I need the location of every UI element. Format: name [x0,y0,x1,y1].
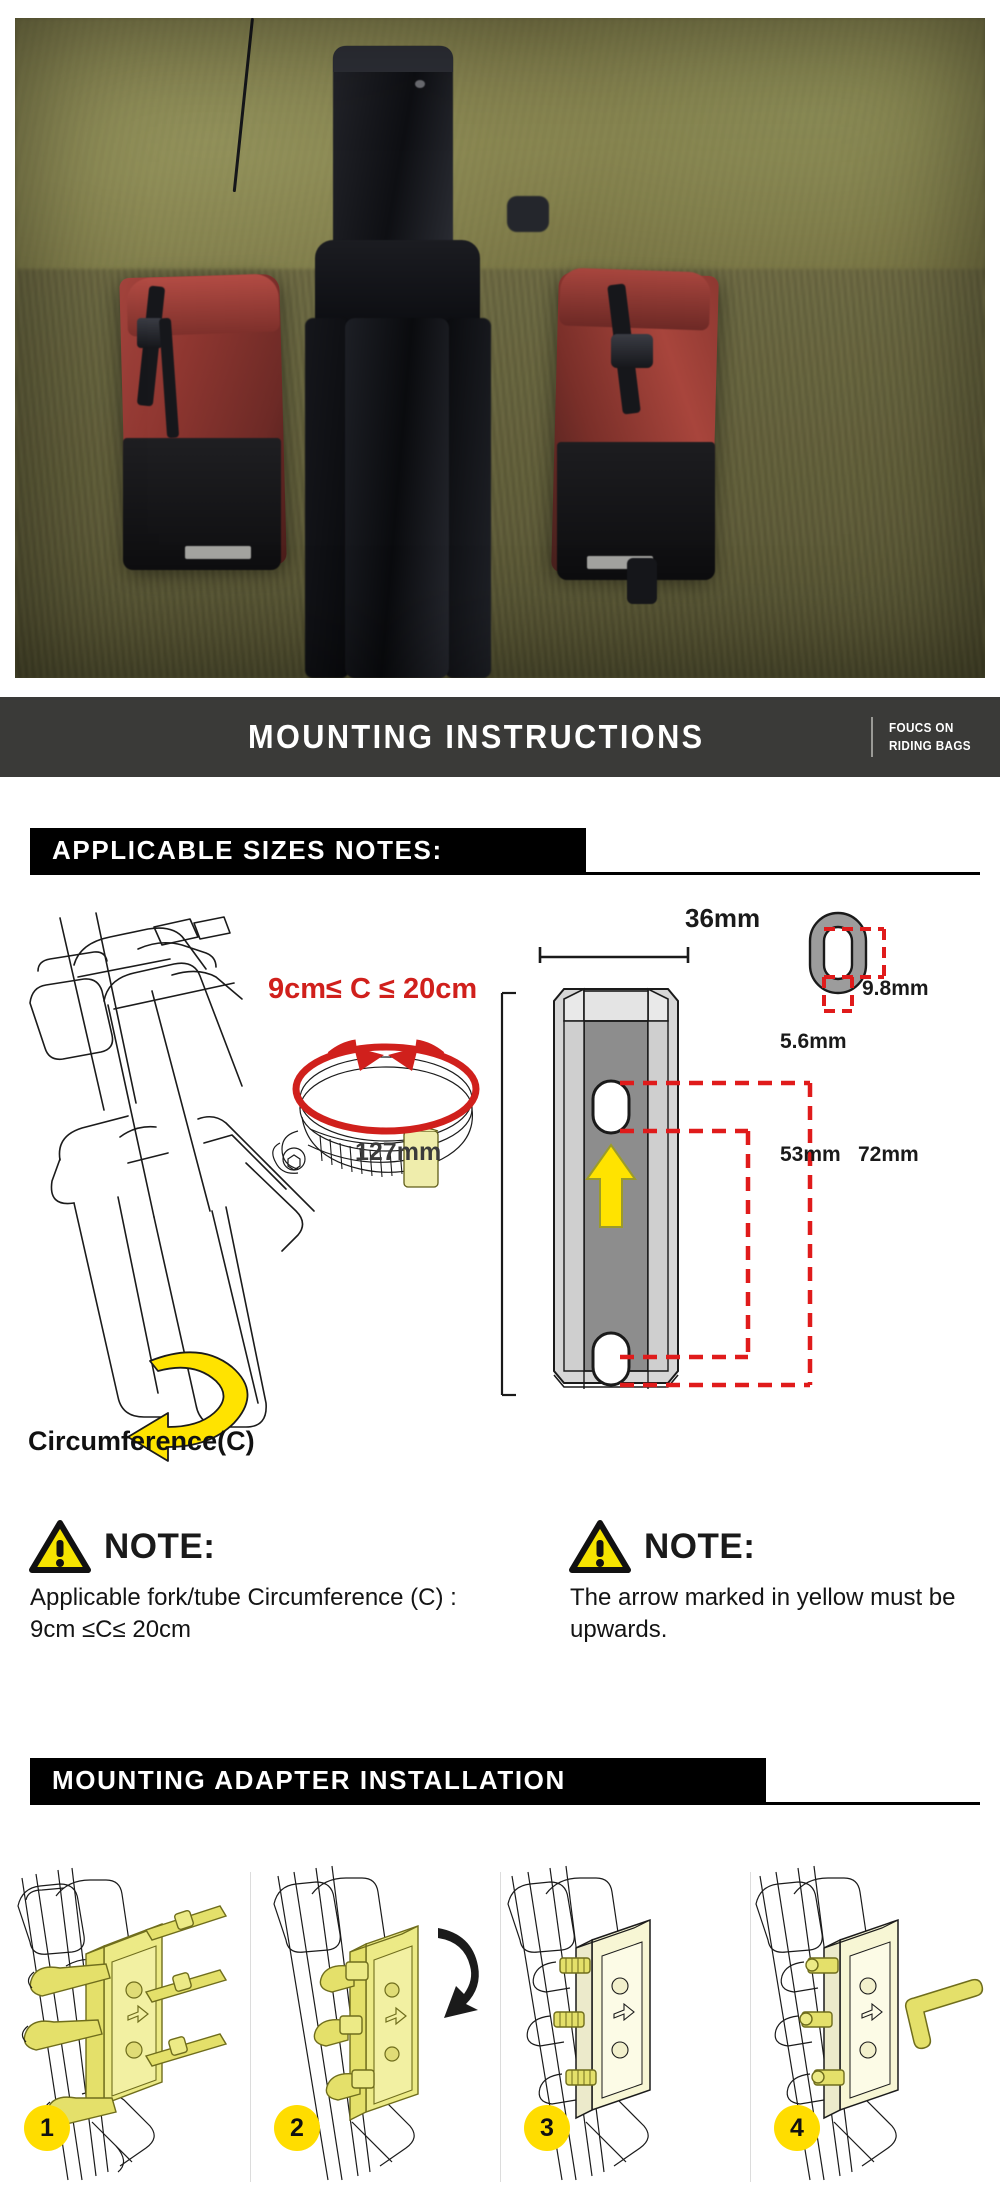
banner-brand-line1: FOUCS ON [888,720,954,736]
step-illustration [750,1850,1000,2203]
note-label: NOTE: [104,1527,216,1566]
note-heading: NOTE: [569,1520,1000,1574]
fork-leg-right [445,318,491,678]
note-fork-size: NOTE: Applicable fork/tube Circumference… [29,1520,500,1645]
section-bar: MOUNTING ADAPTER INSTALLATION [30,1758,766,1802]
fork-steerer [333,46,453,266]
section-header-applicable-sizes: APPLICABLE SIZES NOTES: [0,828,1000,876]
dim-line-width [538,947,690,963]
fork-leg-left [305,318,349,678]
bracket-technical-drawing: 36mm 127mm 9.8mm 5.6mm 53mm 72mm [355,903,1000,1475]
note-label: NOTE: [644,1527,756,1566]
install-step-4: 4 [750,1850,1000,2203]
step-illustration [250,1850,500,2203]
banner-brand-text: FOUCS ON RIDING BAGS [889,719,971,754]
step-illustration [0,1850,250,2203]
section-header-mounting-adapter: MOUNTING ADAPTER INSTALLATION [0,1758,1000,1806]
strap-right-2 [627,558,657,604]
step-divider [250,1872,251,2182]
buckle-left [137,318,163,348]
section-title: APPLICABLE SIZES NOTES: [52,834,443,865]
reflective-strip-left [185,546,251,559]
dim-label-slot-spacing-outer: 72mm [858,1143,919,1166]
warning-triangle-icon [569,1520,631,1573]
step-number-badge: 3 [524,2105,570,2151]
adapter-assembly [575,1918,651,2120]
section-bar: APPLICABLE SIZES NOTES: [30,828,586,872]
step-number-badge: 4 [774,2105,820,2151]
hose-clamp-svg [272,1039,480,1188]
hero-product-photo [15,18,985,678]
tightened-screws [553,1957,597,2086]
install-step-2: 2 [250,1850,500,2203]
step-3-svg [507,1865,651,2181]
step-4-svg [755,1865,984,2181]
mounting-instructions-banner: MOUNTING INSTRUCTIONS FOUCS ON RIDING BA… [0,697,1000,777]
section-rule [30,872,980,875]
note-heading: NOTE: [29,1520,500,1574]
dim-label-width: 36mm [685,903,761,933]
fork-lower-tube [345,318,449,678]
section-title: MOUNTING ADAPTER INSTALLATION [52,1764,566,1795]
allen-key-icon [904,1978,984,2050]
circumference-label: Circumference(C) [28,1426,255,1456]
dim-label-slot-width: 5.6mm [780,1030,847,1053]
buckle-right [611,334,653,368]
step-2-svg [273,1865,479,2181]
mounting-slot-upper [591,1079,631,1135]
note-arrow-direction: NOTE: The arrow marked in yellow must be… [569,1520,1000,1645]
applicable-sizes-content: Circumference(C) 9cm≤ C ≤ 20cm [0,895,1000,1515]
banner-title: MOUNTING INSTRUCTIONS [248,718,705,755]
fork-steerer-top [333,46,453,72]
dim-label-slot-spacing: 53mm [780,1143,841,1166]
notes-row: NOTE: Applicable fork/tube Circumference… [0,1520,1000,1740]
step-divider [750,1872,751,2182]
dim-label-slot-height: 9.8mm [862,977,929,1000]
fork-crown-knob [507,196,549,232]
fork-line-drawing: Circumference(C) [8,905,338,1465]
stem-highlight [415,80,425,88]
step-illustration [500,1850,750,2203]
circumference-range-label: 9cm≤ C ≤ 20cm [268,973,478,1005]
dim-label-height: 127mm [355,1138,442,1166]
up-arrow-icon [585,1143,637,1228]
rotation-arrow-icon [127,1351,249,1462]
section-rule [30,1802,980,1805]
photo-vignette [15,18,985,678]
adapter-assembly [823,1918,899,2120]
adapter-assembly [85,1922,163,2114]
tightened-screws [799,1957,845,2086]
banner-brand-line2: RIDING BAGS [888,738,971,753]
step-number-badge: 2 [274,2105,320,2151]
step-divider [500,1872,501,2182]
rotate-arrow-icon [438,1928,479,2018]
note-text: The arrow marked in yellow must be upwar… [570,1584,956,1643]
installation-steps: 1 [0,1850,1000,2203]
hose-clamp-drawing [258,1013,518,1213]
step-number-badge: 1 [24,2105,70,2151]
banner-brand-block: FOUCS ON RIDING BAGS [870,717,980,757]
slot-detail [808,911,886,1013]
circumference-ring [292,1039,480,1135]
note-text: Applicable fork/tube Circumference (C) :… [30,1584,457,1643]
install-step-1: 1 [0,1850,250,2203]
banner-divider [870,717,873,757]
bracket-svg [500,911,886,1397]
install-step-3: 3 [500,1850,750,2203]
warning-triangle-icon [29,1520,91,1573]
dim-line-height [500,991,516,1397]
dim-callout-lines [620,1080,813,1388]
step-1-svg [17,1867,228,2181]
